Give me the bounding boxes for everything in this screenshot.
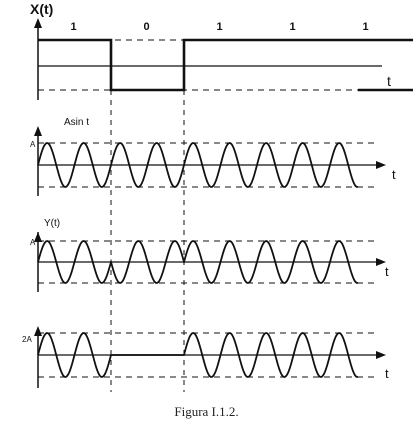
z-time-label: t (385, 366, 389, 381)
y-axis-arrow-up (34, 232, 42, 242)
z-axis-arrow-up (34, 326, 42, 336)
a-time-label: t (392, 167, 396, 182)
x-square-wave (38, 38, 413, 92)
z-tick-label: 2A (22, 335, 32, 344)
bit-labels: 10111101 (71, 21, 369, 33)
bit-label: 1 (217, 21, 223, 33)
a-label: Asin t (64, 117, 89, 128)
bit-label: 0 (144, 21, 150, 33)
panel-y: Y(t) A t (30, 218, 389, 292)
bit-boundary-lines (110, 40, 185, 392)
square-dashed-guides (38, 39, 380, 91)
panel-a: Asin t A t (30, 117, 396, 196)
bit-label: 1 (363, 21, 369, 33)
a-axis-arrow-right (376, 161, 386, 169)
panel-x: X(t) t 10111101 (30, 1, 413, 100)
a-carrier-wave (37, 142, 359, 188)
bit-label: 1 (71, 21, 77, 33)
figure-caption: Figura I.1.2. (174, 404, 239, 419)
y-label: Y(t) (44, 218, 60, 229)
y-modulated-wave (37, 240, 359, 284)
x-axis-arrow-up (34, 18, 42, 28)
bit-label: 1 (290, 21, 296, 33)
y-tick-label: A (30, 238, 36, 247)
z-ook-wave (37, 332, 359, 378)
panel-z: 2A t (22, 326, 389, 388)
x-time-label: t (387, 73, 391, 89)
a-tick-label: A (30, 140, 36, 149)
a-axis-arrow-up (34, 126, 42, 136)
y-axis-arrow-right (376, 258, 386, 266)
y-time-label: t (385, 264, 389, 279)
z-axis-arrow-right (376, 351, 386, 359)
x-label: X(t) (30, 1, 53, 17)
